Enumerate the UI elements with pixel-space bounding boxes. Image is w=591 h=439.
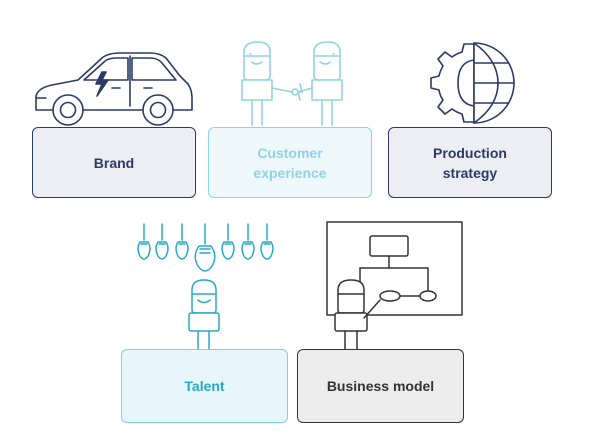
talent-label: Talent xyxy=(184,378,225,394)
gear-globe-icon xyxy=(430,42,515,124)
presenter-icon xyxy=(334,279,381,350)
customer-experience-card: Customer experience xyxy=(208,127,372,198)
bulb-icon-4-large xyxy=(194,223,216,272)
bulb-icon-2 xyxy=(155,223,169,260)
business-model-label: Business model xyxy=(326,378,435,394)
business-model-card: Business model xyxy=(297,349,464,423)
bulb-icon-3 xyxy=(175,223,189,260)
brand-card: Brand xyxy=(32,127,196,198)
bulb-icon-1 xyxy=(137,223,151,260)
talent-card: Talent xyxy=(121,349,288,423)
lightbulbs-person-icon xyxy=(137,223,274,350)
customer-experience-label: Customer experience xyxy=(253,144,327,181)
whiteboard-presenter-icon xyxy=(326,221,463,350)
production-strategy-label: Production strategy xyxy=(433,144,507,181)
bulb-icon-6 xyxy=(241,223,255,260)
electric-car-icon xyxy=(35,52,193,126)
brand-label: Brand xyxy=(93,154,135,171)
handshake-icon xyxy=(241,41,343,126)
bulb-icon-5 xyxy=(221,223,235,260)
bulb-icon-7 xyxy=(260,223,274,260)
production-strategy-card: Production strategy xyxy=(388,127,552,198)
person-icon xyxy=(188,279,220,350)
